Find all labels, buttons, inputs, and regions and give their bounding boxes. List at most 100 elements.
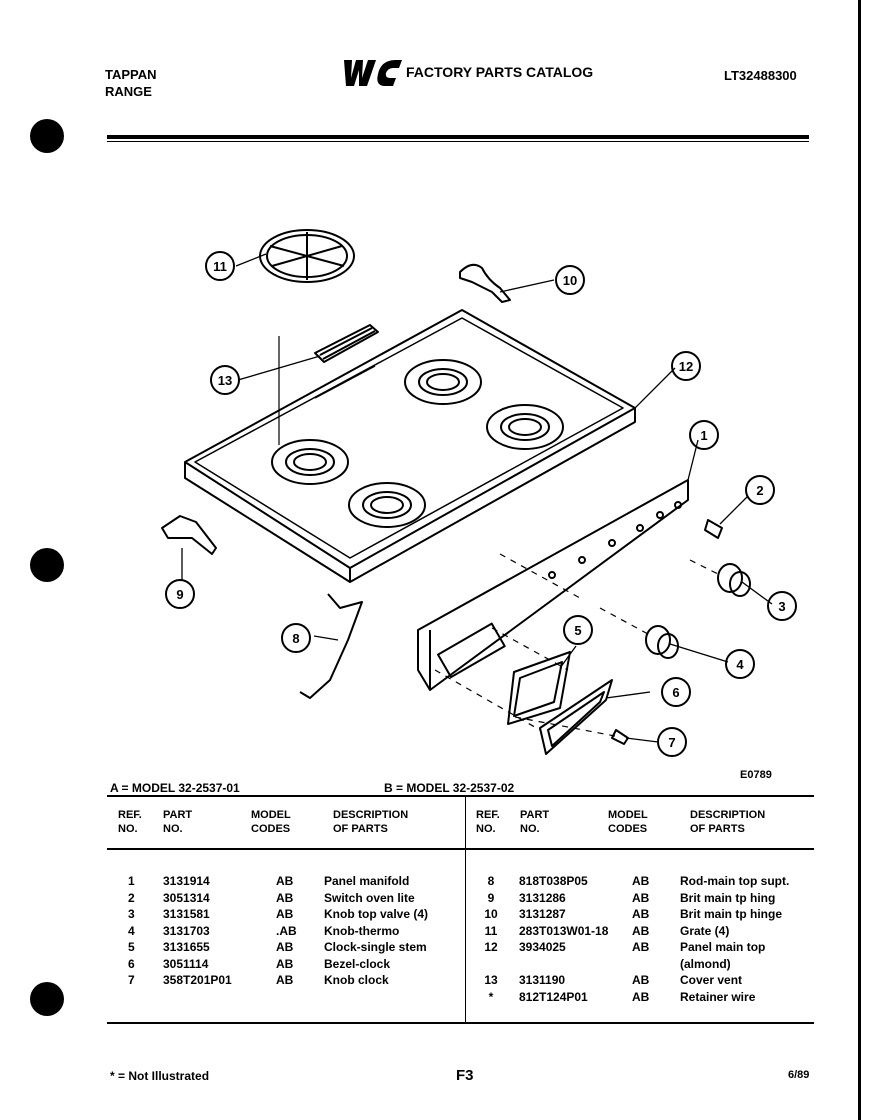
table-cell: 5 — [128, 940, 135, 954]
table-cell: Retainer wire — [680, 989, 756, 1004]
right-codes-column: AB AB AB AB AB AB AB — [632, 873, 649, 1005]
header-ref-no-left: REF. NO. — [118, 809, 142, 835]
table-cell: 7 — [128, 973, 135, 987]
catalog-number: LT32488300 — [724, 68, 797, 83]
callout-6: 6 — [672, 685, 679, 700]
table-cell: 812T124P01 — [519, 989, 588, 1004]
table-cell: 9 — [487, 890, 495, 905]
oven-light-switch-part — [704, 519, 723, 539]
table-divider — [465, 797, 466, 1022]
callout-12: 12 — [679, 359, 693, 374]
diagram-code: E0789 — [740, 769, 772, 781]
brand-line2: RANGE — [105, 84, 152, 99]
header-description-right: DESCRIPTION OF PARTS — [690, 809, 766, 835]
wci-logo — [344, 60, 402, 86]
bezel-clock-part — [539, 679, 613, 755]
callout-9: 9 — [176, 587, 183, 602]
rod-support-part — [299, 593, 363, 699]
callout-10: 10 — [563, 273, 577, 288]
hinge-left-part — [161, 515, 217, 555]
table-cell: 3131703 — [163, 923, 210, 938]
table-cell: AB — [632, 890, 650, 905]
page-number: F3 — [456, 1067, 474, 1084]
left-codes-column: AB AB AB .AB AB AB AB — [276, 873, 297, 989]
table-cell: 10 — [484, 907, 498, 921]
table-cell: Knob-thermo — [324, 923, 400, 938]
table-cell — [632, 956, 649, 973]
table-cell: 12 — [484, 940, 498, 954]
callout-2: 2 — [756, 483, 763, 498]
table-cell: AB — [276, 956, 294, 971]
table-cell: 4 — [128, 923, 135, 938]
header-description-left: DESCRIPTION OF PARTS — [333, 809, 409, 835]
header-part-no-right: PART NO. — [520, 809, 550, 835]
table-cell: AB — [632, 989, 650, 1004]
table-cell: 13 — [484, 973, 498, 987]
footer-date: 6/89 — [788, 1069, 810, 1081]
table-rule-top — [107, 795, 814, 797]
table-cell: 818T038P05 — [519, 874, 588, 888]
right-part-column: 818T038P05 3131286 3131287 283T013W01-18… — [519, 873, 608, 1005]
table-cell: Switch oven lite — [324, 890, 415, 905]
table-cell: AB — [276, 907, 294, 921]
header-model-codes-right: MODEL CODES — [608, 809, 648, 835]
callout-5: 5 — [574, 623, 581, 638]
callout-3: 3 — [778, 599, 785, 614]
table-cell: 358T201P01 — [163, 973, 232, 987]
table-cell — [519, 956, 608, 973]
table-cell: 11 — [484, 923, 498, 938]
header-part-no-left: PART NO. — [163, 809, 193, 835]
vent-cover-part — [314, 324, 379, 363]
model-a-label: A = MODEL 32-2537-01 — [110, 781, 240, 795]
exploded-diagram: 11 10 13 12 1 2 3 4 5 6 7 8 9 — [161, 229, 797, 757]
binder-hole-bottom — [30, 982, 64, 1016]
catalog-title: FACTORY PARTS CATALOG — [406, 64, 594, 80]
table-cell: 3131286 — [519, 890, 566, 905]
header-rule-thin — [107, 141, 809, 142]
table-cell: 3131581 — [163, 907, 210, 921]
brand-block: TAPPAN RANGE — [105, 66, 157, 100]
table-cell: 3934025 — [519, 940, 566, 954]
callout-1: 1 — [700, 428, 707, 443]
knob-top-valve-part — [717, 563, 751, 597]
right-ref-column: 8 9 10 11 12 13 * — [480, 873, 502, 1005]
table-cell: Cover vent — [680, 973, 743, 987]
table-cell — [480, 956, 502, 973]
table-cell: Bezel-clock — [324, 956, 391, 971]
table-cell: 283T013W01-18 — [519, 923, 609, 938]
table-cell: * — [488, 989, 494, 1004]
clock-part — [507, 651, 571, 725]
left-ref-column: 1 2 3 4 5 6 7 — [128, 873, 135, 989]
page-edge — [858, 0, 861, 1120]
table-cell: 3 — [128, 907, 135, 921]
table-cell: 3131287 — [519, 907, 566, 921]
table-cell: Clock-single stem — [324, 940, 427, 954]
left-part-column: 3131914 3051314 3131581 3131703 3131655 … — [163, 873, 232, 989]
table-cell: Panel manifold — [324, 874, 410, 888]
header-rule-thick — [107, 135, 809, 139]
callout-7: 7 — [668, 735, 675, 750]
table-rule-bottom — [107, 1022, 814, 1024]
table-cell: 3131655 — [163, 940, 210, 954]
callout-8: 8 — [292, 631, 299, 646]
table-cell: Brit main tp hinge — [680, 907, 782, 921]
table-cell: AB — [276, 874, 294, 888]
table-cell: AB — [632, 973, 650, 987]
main-top-panel-part — [184, 309, 636, 583]
table-cell: 6 — [128, 956, 135, 971]
table-cell: 3051314 — [163, 890, 210, 905]
table-cell: Panel main top — [680, 940, 766, 954]
header-ref-no-right: REF. NO. — [476, 809, 500, 835]
model-b-label: B = MODEL 32-2537-02 — [384, 781, 515, 795]
table-cell: 8 — [487, 874, 495, 888]
table-cell: 3051114 — [163, 956, 209, 971]
header-model-codes-left: MODEL CODES — [251, 809, 291, 835]
table-cell: Brit main tp hing — [680, 890, 776, 905]
binder-hole-middle — [30, 548, 64, 582]
table-cell: .AB — [276, 923, 297, 938]
manifold-panel-part — [417, 479, 689, 691]
brand-line1: TAPPAN — [105, 67, 157, 82]
left-desc-column: Panel manifold Switch oven lite Knob top… — [324, 873, 428, 989]
binder-hole-top — [30, 119, 64, 153]
table-cell: AB — [276, 940, 294, 954]
